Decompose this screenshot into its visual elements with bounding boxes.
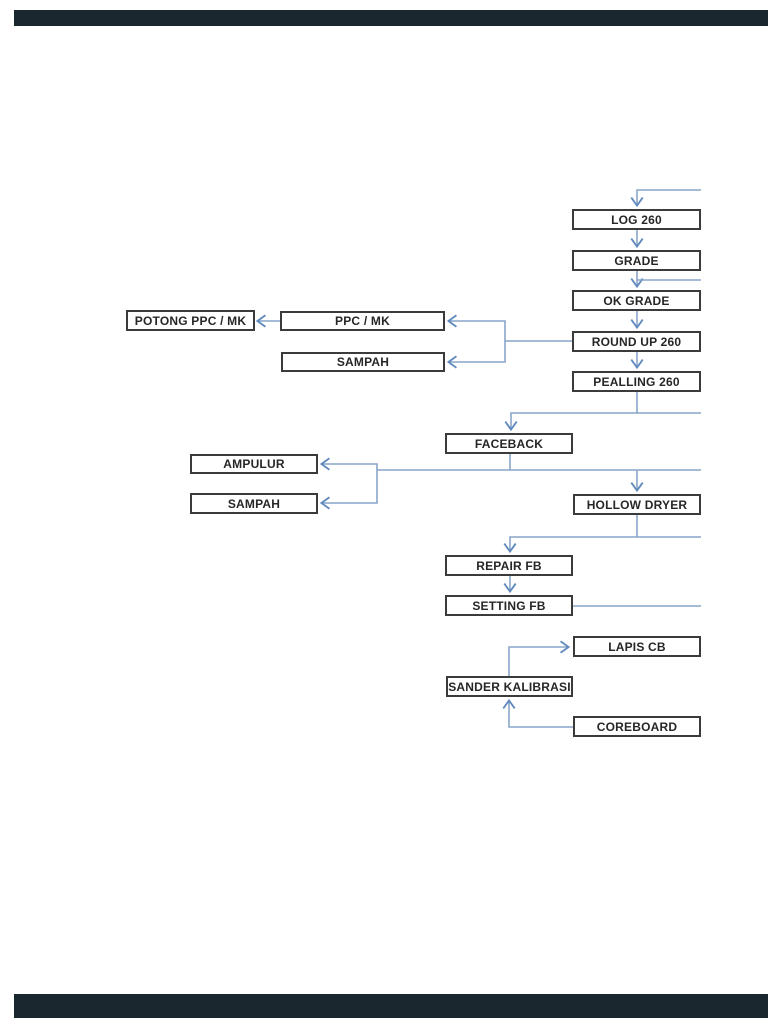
flow-node-round-up-260: ROUND UP 260 — [572, 331, 701, 352]
flow-edge-feed-to-sampah1 — [446, 341, 506, 369]
flow-node-sampah-1: SAMPAH — [281, 352, 445, 372]
flow-node-hollow-dryer: HOLLOW DRYER — [573, 494, 701, 515]
flow-edge-margin-line-to-faceback — [504, 412, 701, 432]
flow-node-lapis-cb: LAPIS CB — [573, 636, 701, 657]
viewer-bottom-bar — [14, 994, 768, 1018]
flow-node-grade: GRADE — [572, 250, 701, 271]
flow-node-faceback: FACEBACK — [445, 433, 573, 454]
flow-node-ppc-mk: PPC / MK — [280, 311, 445, 331]
flow-node-log-260: LOG 260 — [572, 209, 701, 230]
flow-edge-line-to-ampulur — [319, 457, 378, 471]
flow-node-coreboard: COREBOARD — [573, 716, 701, 737]
flow-node-pealling-260: PEALLING 260 — [572, 371, 701, 392]
flow-node-ampulur: AMPULUR — [190, 454, 318, 474]
flow-node-repair-fb: REPAIR FB — [445, 555, 573, 576]
flow-edge-feed-to-ppcmk — [446, 314, 506, 341]
flow-node-setting-fb: SETTING FB — [445, 595, 573, 616]
flow-edge-line-to-sampah2 — [319, 470, 378, 510]
flow-node-ok-grade: OK GRADE — [572, 290, 701, 311]
flow-edge-coreboard-to-sander — [502, 698, 573, 728]
flow-edge-line-to-repair-fb — [503, 536, 701, 554]
flow-node-potong-ppc-mk: POTONG PPC / MK — [126, 310, 255, 331]
viewer-top-bar — [14, 10, 768, 26]
flow-edge-right-margin-to-log260 — [630, 189, 701, 208]
flow-edge-sander-to-lapis-cb — [508, 640, 571, 676]
flow-node-sander-kalibrasi: SANDER KALIBRASI — [446, 676, 573, 697]
flow-node-sampah-2: SAMPAH — [190, 493, 318, 514]
